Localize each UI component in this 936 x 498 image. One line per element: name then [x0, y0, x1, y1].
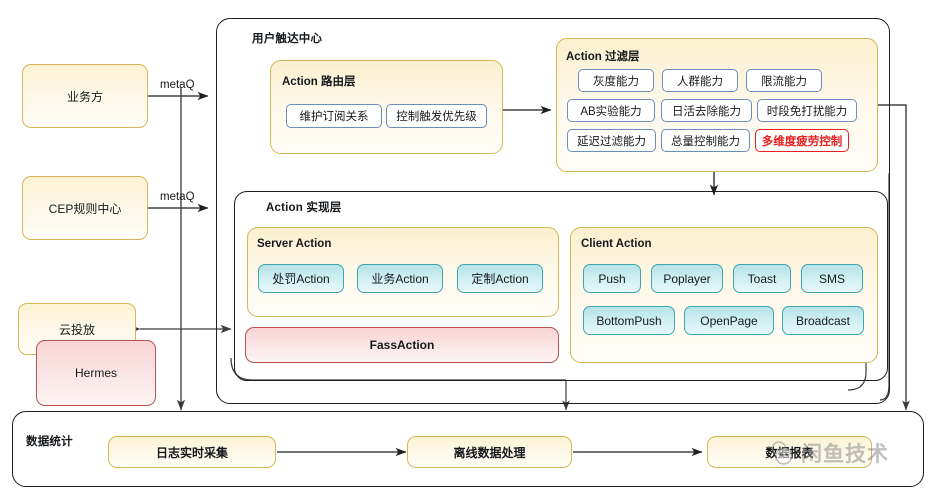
container-data-statistics-title: 数据统计 [26, 436, 73, 448]
pill-rate-limit[interactable]: 限流能力 [746, 69, 822, 92]
section-action-impl-title: Action 实现层 [266, 202, 342, 214]
pill-multidim-fatigue-control[interactable]: 多维度疲劳控制 [755, 129, 849, 152]
edge-label-metaq-top: metaQ [160, 79, 195, 91]
node-offline-data-process[interactable]: 离线数据处理 [407, 436, 572, 468]
pill-quiet-hours[interactable]: 时段免打扰能力 [757, 99, 857, 122]
container-user-reach-center-title: 用户触达中心 [252, 33, 323, 45]
node-hermes-label: Hermes [74, 366, 117, 380]
node-fass-action[interactable]: FassAction [245, 327, 559, 363]
pill-volume-control[interactable]: 总量控制能力 [661, 129, 750, 152]
container-data-statistics [12, 411, 924, 487]
pill-gray-release[interactable]: 灰度能力 [578, 69, 654, 92]
pill-dau-dedup[interactable]: 日活去除能力 [661, 99, 752, 122]
pill-maintain-subscription[interactable]: 维护订阅关系 [286, 104, 382, 128]
node-fass-action-label: FassAction [369, 338, 435, 352]
section-action-filter-title: Action 过滤层 [566, 51, 640, 63]
node-cep-rule-center[interactable]: CEP规则中心 [22, 176, 148, 240]
node-log-realtime-collect[interactable]: 日志实时采集 [108, 436, 276, 468]
pill-trigger-priority[interactable]: 控制触发优先级 [386, 104, 487, 128]
pill-poplayer[interactable]: Poplayer [651, 264, 723, 293]
pill-ab-experiment[interactable]: AB实验能力 [567, 99, 655, 122]
node-cep-rule-center-label: CEP规则中心 [48, 201, 122, 216]
section-action-impl [234, 191, 888, 381]
node-hermes[interactable]: Hermes [36, 340, 156, 406]
group-server-action-title: Server Action [257, 238, 332, 250]
node-data-report-label: 数据报表 [765, 445, 814, 460]
node-offline-data-process-label: 离线数据处理 [453, 445, 526, 460]
pill-custom-action[interactable]: 定制Action [457, 264, 543, 293]
node-log-realtime-collect-label: 日志实时采集 [155, 445, 228, 460]
pill-push[interactable]: Push [583, 264, 641, 293]
pill-crowd-capability[interactable]: 人群能力 [662, 69, 738, 92]
pill-toast[interactable]: Toast [733, 264, 791, 293]
edge-label-metaq-mid: metaQ [160, 191, 195, 203]
section-action-router-title: Action 路由层 [282, 76, 356, 88]
node-business-party[interactable]: 业务方 [22, 64, 148, 128]
pill-broadcast[interactable]: Broadcast [782, 306, 864, 335]
node-business-party-label: 业务方 [66, 89, 103, 104]
pill-sms[interactable]: SMS [801, 264, 863, 293]
node-data-report[interactable]: 数据报表 [707, 436, 872, 468]
container-user-reach-center [216, 18, 890, 404]
node-cloud-delivery-label: 云投放 [58, 322, 95, 337]
pill-open-page[interactable]: OpenPage [684, 306, 774, 335]
pill-bottom-push[interactable]: BottomPush [583, 306, 675, 335]
pill-business-action[interactable]: 业务Action [357, 264, 443, 293]
group-client-action-title: Client Action [581, 238, 652, 250]
pill-penalty-action[interactable]: 处罚Action [258, 264, 344, 293]
group-client-action [570, 227, 878, 363]
pill-delay-filter[interactable]: 延迟过滤能力 [567, 129, 656, 152]
